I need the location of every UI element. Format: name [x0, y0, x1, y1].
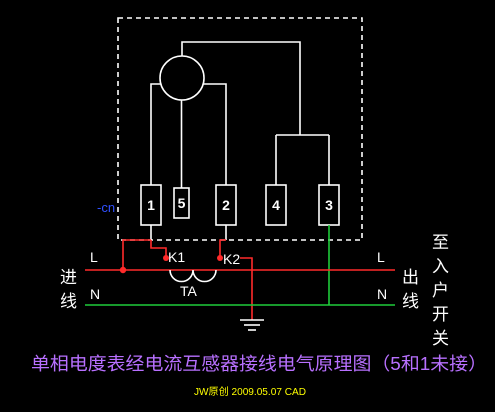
- meter-enclosure-dashed: [117, 17, 363, 241]
- label-k2: K2: [223, 251, 240, 267]
- terminal-2-label: 2: [222, 197, 230, 213]
- wire-dial-to-terminal-1: [150, 83, 161, 185]
- wire-k2-to-ground: [240, 257, 253, 320]
- terminal-3-label: 3: [325, 197, 333, 213]
- terminal-1: 1: [140, 184, 162, 226]
- terminal-5-label: 5: [178, 195, 186, 211]
- terminal-4: 4: [265, 184, 287, 226]
- terminal-4-label: 4: [272, 197, 280, 213]
- junction-dot-l: [119, 266, 127, 274]
- label-outgoing-1: 出: [402, 268, 419, 287]
- label-n-out: N: [377, 286, 387, 302]
- terminal-3: 3: [318, 184, 340, 226]
- terminal-1-label: 1: [147, 197, 155, 213]
- label-to-switch-2: 入: [432, 257, 449, 276]
- wire-terminal-1-to-line-l: [122, 239, 151, 270]
- label-to-switch-3: 户: [432, 281, 449, 300]
- wire-dial-top-to-bridge: [181, 41, 301, 135]
- terminal-5: 5: [173, 187, 190, 219]
- label-outgoing-2: 线: [402, 292, 419, 311]
- wire-dial-to-terminal-2: [203, 83, 227, 185]
- terminal-2: 2: [215, 184, 237, 226]
- terminal-5-box: [173, 187, 190, 219]
- terminal-4-box: [265, 184, 287, 226]
- label-to-switch-1: 至: [432, 233, 449, 252]
- label-l-out: L: [377, 249, 385, 265]
- label-incoming-1: 进: [60, 268, 77, 287]
- label-incoming-2: 线: [60, 292, 77, 311]
- label-to-switch-4: 开: [432, 305, 449, 324]
- label-n-in: N: [90, 286, 100, 302]
- ground-symbol: [240, 319, 264, 331]
- watermark-text: -cn: [97, 200, 115, 215]
- wire-terminal-1-to-k1: [150, 240, 167, 258]
- label-to-switch-5: 关: [432, 329, 449, 348]
- current-transformer-coil: [169, 269, 217, 283]
- junction-dot-k1: [163, 255, 169, 261]
- diagram-title: 单相电度表经电流互感器接线电气原理图（5和1未接）: [31, 354, 487, 374]
- label-l-in: L: [90, 249, 98, 265]
- wire-terminal-2-to-k2: [219, 239, 226, 258]
- label-ta: TA: [180, 283, 198, 299]
- footer-credit: JW原创 2009.05.07 CAD: [194, 385, 306, 398]
- junction-dot-k2: [217, 255, 223, 261]
- label-k1: K1: [168, 249, 185, 265]
